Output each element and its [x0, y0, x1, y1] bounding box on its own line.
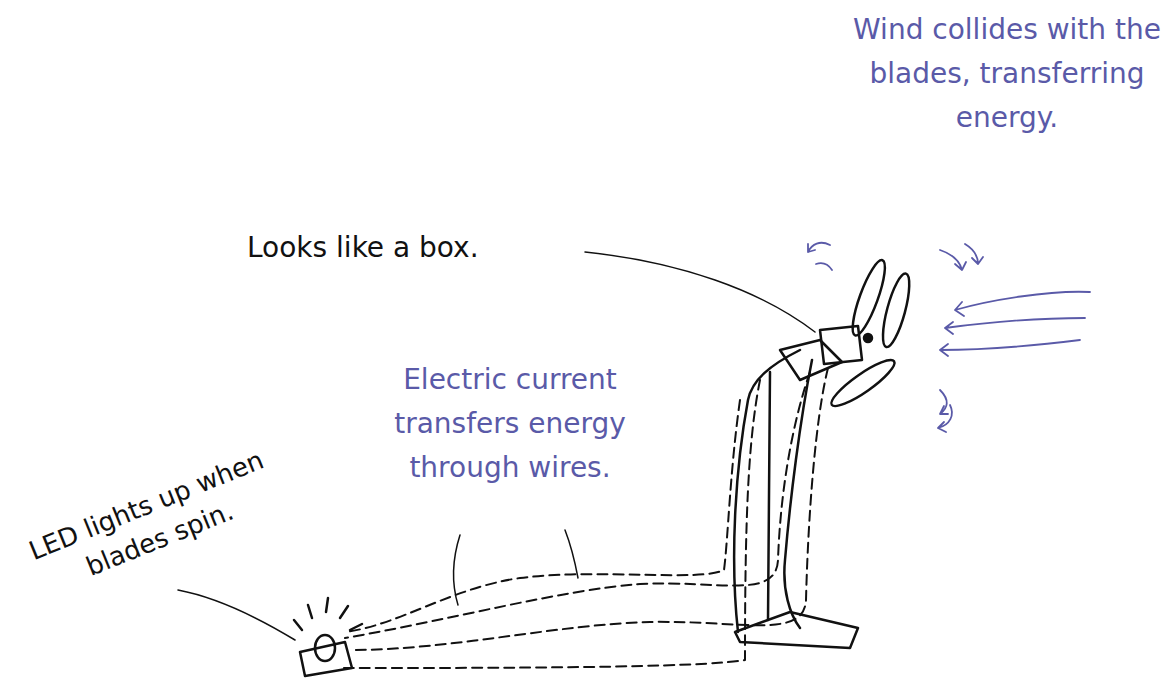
led-base: [300, 642, 352, 676]
tower-top: [780, 340, 842, 380]
turbine-base: [735, 612, 858, 648]
leader-line: [178, 590, 295, 640]
wind-arrow: [940, 390, 948, 414]
wind-arrow: [955, 292, 1090, 316]
wind-arrow: [808, 243, 830, 252]
box-note: Looks like a box.: [247, 226, 479, 270]
wind-arrow: [938, 405, 952, 432]
leader-line: [454, 535, 460, 605]
nacelle-box: [820, 326, 862, 364]
tower-outline: [784, 360, 812, 628]
wind-arrow: [940, 250, 966, 270]
wind-arrow: [945, 318, 1085, 334]
tower-edge: [768, 372, 770, 620]
turbine-blade: [827, 354, 900, 412]
wind-arrow: [965, 244, 983, 264]
led-bulb: [315, 635, 335, 661]
led-note: LED lights up when blades spin.: [18, 440, 288, 605]
wind-arrow: [940, 340, 1080, 356]
leader-line: [585, 252, 815, 332]
turbine-hub: [864, 334, 872, 342]
led-glow: [294, 598, 362, 630]
wind-arrow: [816, 263, 832, 270]
wind-note: Wind collides with the blades, transferr…: [844, 8, 1170, 140]
turbine-blade: [878, 271, 915, 349]
current-note: Electric current transfers energy throug…: [360, 358, 660, 490]
leader-line: [565, 530, 578, 578]
tower-outline: [734, 350, 800, 632]
